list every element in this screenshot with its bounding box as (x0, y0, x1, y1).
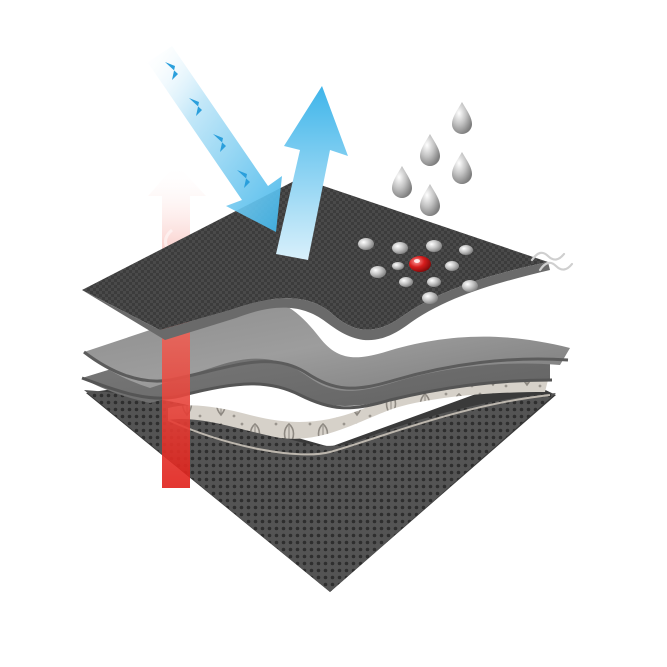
layer-mesh-base (84, 378, 556, 592)
droplet-icon (420, 184, 440, 216)
highlighted-droplet (409, 256, 431, 272)
droplet-icon (452, 102, 472, 134)
layer-outer-shell (82, 178, 550, 341)
droplet-icon (452, 152, 472, 184)
droplet-icon (392, 166, 412, 198)
rain-droplets (392, 102, 472, 216)
wind-icon (530, 251, 574, 272)
layer-lining-print (167, 380, 551, 456)
uv-sunlight-arrow (146, 46, 282, 232)
breathability-arrow (276, 86, 348, 260)
surface-beads (358, 238, 478, 304)
chevron-arrows-icon (165, 62, 250, 188)
droplet-icon (420, 134, 440, 166)
